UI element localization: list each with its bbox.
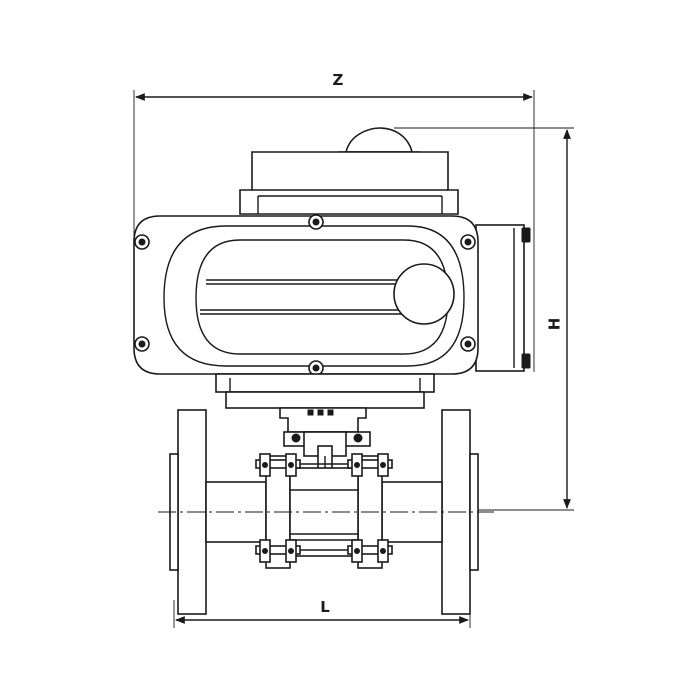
dimension-l: L (173, 598, 471, 628)
position-indicator-dome (338, 127, 420, 153)
actuator-housing (133, 215, 479, 375)
dimension-l-label: L (320, 598, 330, 616)
dimension-h-label: H (546, 318, 564, 331)
bolt-lower-right (460, 336, 476, 352)
bolt-body-top-right (347, 453, 393, 477)
dimension-h: H (394, 127, 574, 511)
housing-bolts (134, 214, 476, 376)
bolt-top-center (308, 214, 324, 230)
mounting-base (215, 373, 435, 409)
bolt-upper-right (460, 234, 476, 250)
actuator-top-cover (239, 151, 459, 215)
body-bolts (255, 453, 393, 563)
bolt-upper-left (134, 234, 150, 250)
dimension-z-label: Z (333, 71, 344, 89)
dimension-z: Z (133, 71, 535, 372)
bolt-bottom-center (308, 360, 324, 376)
bolt-lower-left (134, 336, 150, 352)
actuator-side-box (475, 224, 531, 372)
